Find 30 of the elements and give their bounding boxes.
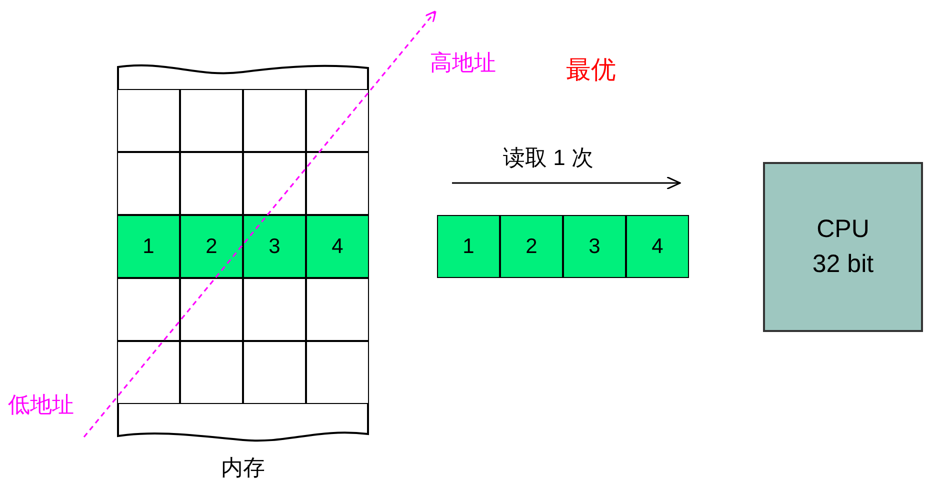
register-cell: 1: [437, 215, 500, 278]
memory-cell: [243, 341, 306, 404]
register-cell: 4: [626, 215, 689, 278]
memory-cell: 2: [180, 215, 243, 278]
memory-label: 内存: [220, 457, 266, 479]
memory-cell: [180, 152, 243, 215]
register-cell: 2: [500, 215, 563, 278]
memory-cell: [306, 341, 369, 404]
memory-cell: [180, 89, 243, 152]
memory-cell: [243, 89, 306, 152]
read-label: 读取 1 次: [503, 147, 594, 169]
memory-cell: [117, 152, 180, 215]
memory-cell: [243, 152, 306, 215]
memory-cell: 4: [306, 215, 369, 278]
address-label: 高地址: [430, 52, 496, 74]
memory-cell: [180, 341, 243, 404]
memory-cell: [180, 278, 243, 341]
memory-cell: [117, 89, 180, 152]
memory-cell: [117, 278, 180, 341]
memory-cell: [243, 278, 306, 341]
memory-cell: [306, 278, 369, 341]
address-label: 低地址: [8, 394, 74, 416]
memory-cell: [117, 341, 180, 404]
register-cell: 3: [563, 215, 626, 278]
cpu-box: CPU 32 bit: [763, 162, 923, 332]
memory-cell: 1: [117, 215, 180, 278]
memory-cell: [306, 152, 369, 215]
memory-cell: 3: [243, 215, 306, 278]
memory-cell: [306, 89, 369, 152]
note-text: 最优: [566, 58, 616, 83]
